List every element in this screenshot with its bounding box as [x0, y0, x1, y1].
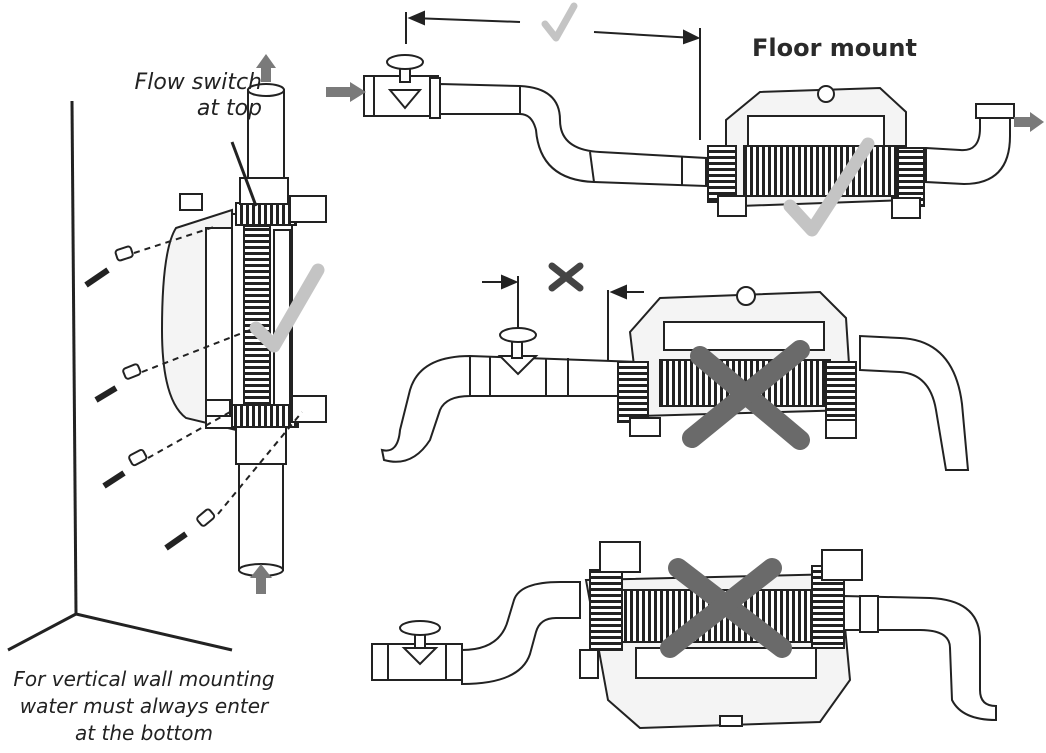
floor-mount-short-pipe	[380, 274, 970, 471]
wall-caption-line1: For vertical wall mounting	[13, 667, 275, 691]
check-icon	[783, 137, 875, 237]
screw	[164, 411, 303, 551]
cross-icon	[682, 340, 810, 450]
flow-switch-label-line1: Flow switch	[134, 70, 262, 95]
flow-out-arrow	[1014, 112, 1044, 132]
upside-down-mount	[371, 541, 997, 730]
screw	[84, 226, 215, 288]
screw	[102, 411, 231, 489]
mounting-screws	[84, 226, 303, 551]
wall-mount-caption: For vertical wall mounting water must al…	[0, 666, 288, 747]
cross-icon	[548, 262, 584, 292]
flow-switch-label-line2: at top	[196, 96, 262, 121]
cross-icon	[660, 558, 792, 658]
screw	[94, 329, 251, 403]
wall-caption-line3: at the bottom	[75, 721, 213, 745]
wall-corner	[7, 100, 233, 652]
check-icon	[541, 2, 578, 42]
vertical-heater	[160, 83, 327, 577]
wall-caption-line2: water must always enter	[19, 694, 269, 718]
flow-switch-label: Flow switch at top	[112, 70, 262, 122]
flow-in-arrow	[250, 564, 272, 594]
flow-switch-pointer	[230, 141, 258, 207]
flow-in-arrow	[326, 82, 366, 102]
check-icon	[249, 263, 325, 353]
floor-mount-correct	[363, 10, 1015, 219]
floor-mount-title: Floor mount	[752, 34, 917, 62]
flow-out-arrow	[256, 54, 276, 82]
